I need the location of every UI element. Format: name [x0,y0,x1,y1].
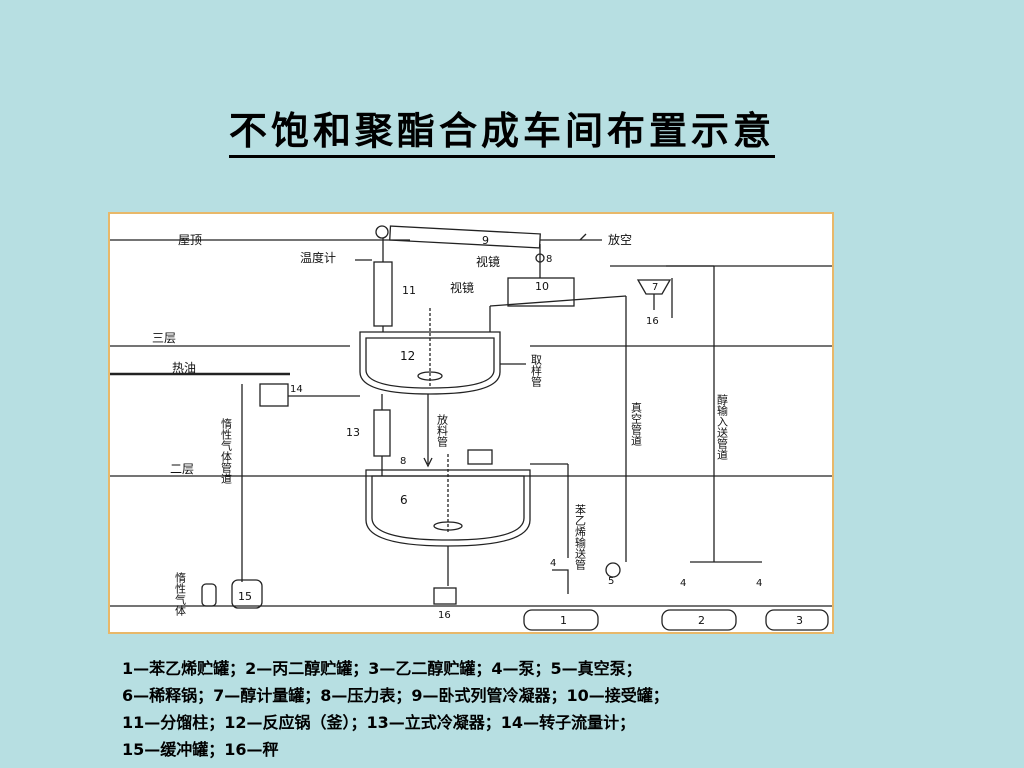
legend-line-2: 6—稀释锅；7—醇计量罐；8—压力表；9—卧式列管冷凝器；10—接受罐； [122,686,669,705]
buffer-tank: 15 [201,579,263,609]
num-8-bottom: 8 [400,456,406,467]
num-8-top: 8 [546,254,552,265]
num-4-mid: 4 [680,578,686,589]
num-3: 3 [796,614,803,627]
label-vacuum-pipe: 真空管道 [630,401,643,446]
label-inert-gas: 惰性气体 [174,571,187,616]
num-4-left: 4 [550,558,556,569]
receiving-tank: 10 8 [507,233,602,307]
scale: 16 [433,587,457,621]
label-styrene-pipe: 苯乙烯输送管 [574,503,587,571]
num-15: 15 [238,590,252,603]
styrene-tank: 1 [523,609,599,631]
num-13: 13 [346,426,360,439]
label-alcohol-pipe: 醇输入送管道 [716,393,729,460]
label-thermometer: 温度计 [300,250,336,265]
label-sampling-pipe: 取样管 [530,354,543,388]
legend-line-4: 15—缓冲罐；16—秤 [122,740,279,759]
dilution-kettle: 6 8 [365,449,531,586]
reactor: 12 [359,308,501,395]
alcohol-metering-tank: 7 16 [636,265,715,562]
label-hot-oil: 热油 [172,361,196,375]
vertical-condenser: 13 [346,394,391,476]
num-16-top: 16 [646,316,659,327]
horizontal-condenser: 9 [375,225,541,249]
num-10: 10 [535,280,549,293]
num-9: 9 [482,234,489,247]
label-discharge-pipe: 放料管 [436,413,449,448]
label-sight-glass-top: 视镜 [476,254,500,269]
label-floor2: 二层 [170,462,194,476]
label-sight-glass-mid: 视镜 [450,280,474,295]
num-6: 6 [400,493,408,507]
label-floor3: 三层 [152,331,176,345]
legend-line-3: 11—分馏柱；12—反应锅（釜）；13—立式冷凝器；14—转子流量计； [122,713,636,732]
propylene-glycol-tank: 2 [661,609,737,631]
num-14: 14 [290,384,303,395]
num-2: 2 [698,614,705,627]
rotameter: 14 [241,383,360,582]
label-inert-gas-pipe: 惰性气体管道 [220,417,233,484]
num-12: 12 [400,349,415,363]
legend-line-1: 1—苯乙烯贮罐；2—丙二醇贮罐；3—乙二醇贮罐；4—泵；5—真空泵； [122,659,642,678]
ethylene-glycol-tank: 3 [765,609,829,631]
num-5: 5 [608,576,614,587]
fractionating-column: 11 [373,238,416,332]
slide-title: 不饱和聚酯合成车间布置示意 [0,100,1004,158]
label-roof: 屋顶 [178,233,202,247]
process-diagram: 屋顶 三层 二层 热油 9 温度计 11 10 8 放空 [108,212,834,634]
num-16-bottom: 16 [438,610,451,621]
slide-title-text: 不饱和聚酯合成车间布置示意 [228,108,775,158]
num-11: 11 [402,284,416,297]
label-vent: 放空 [608,232,632,247]
num-4-right: 4 [756,578,762,589]
num-1: 1 [560,614,567,627]
legend: 1—苯乙烯贮罐；2—丙二醇贮罐；3—乙二醇贮罐；4—泵；5—真空泵； 6—稀释锅… [122,655,902,763]
num-7: 7 [652,282,658,293]
